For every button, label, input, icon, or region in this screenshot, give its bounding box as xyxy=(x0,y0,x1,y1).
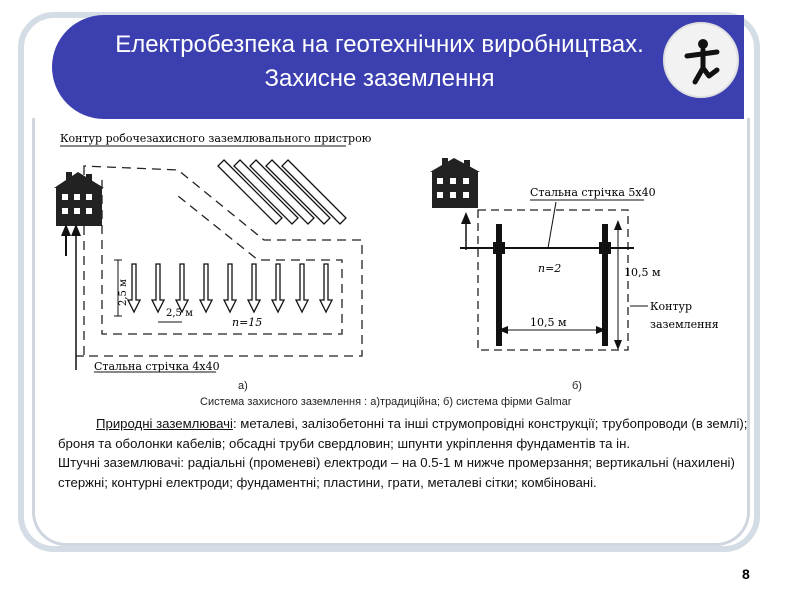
title-bar xyxy=(52,15,744,119)
contour-label-b-2: заземлення xyxy=(650,318,719,331)
content-frame xyxy=(32,118,750,546)
natural-paragraph: Природні заземлювачі: металеві, залізобе… xyxy=(58,414,748,453)
diagram-a: Контур робочезахисного заземлювального п… xyxy=(54,132,372,373)
contour-label-b-1: Контур xyxy=(650,300,692,313)
natural-heading: Природні заземлювачі xyxy=(96,416,233,431)
width-label: 10,5 м xyxy=(530,316,567,329)
figure-caption: Система захисного заземлення : а)традиці… xyxy=(200,396,572,408)
diagonal-electrodes xyxy=(217,159,347,225)
spacing-horizontal-label: 2,5 м xyxy=(166,308,193,319)
title-line-2: Захисне заземлення xyxy=(264,65,495,92)
strip-label-b: Стальна стрічка 5х40 xyxy=(530,186,656,199)
slide-title: Електробезпека на геотехнічних виробницт… xyxy=(52,28,707,96)
diagram-b: Стальна стрічка 5х40 n=2 10,5 м 10,5 м К… xyxy=(430,158,719,351)
natural-text: : металеві, залізобетонні та інші струмо… xyxy=(58,416,748,451)
count-label-b: n=2 xyxy=(538,262,561,275)
height-label: 10,5 м xyxy=(624,266,661,279)
slide-number: 8 xyxy=(742,566,750,582)
caption-label-b: б) xyxy=(572,380,582,392)
body-text: Природні заземлювачі: металеві, залізобе… xyxy=(58,414,748,492)
logo xyxy=(663,22,739,98)
artificial-paragraph: Штучні заземлювачі: радіальні (променеві… xyxy=(58,455,735,490)
spacing-vertical-label: 2,5 м xyxy=(118,279,129,306)
strip-label-a: Стальна стрічка 4х40 xyxy=(94,360,220,373)
grounding-diagrams: Контур робочезахисного заземлювального п… xyxy=(54,132,719,373)
building-b-icon xyxy=(430,158,480,208)
caption-label-a: а) xyxy=(238,380,248,392)
pictogram-figure-icon xyxy=(684,39,720,85)
count-label-a: n=15 xyxy=(232,316,262,329)
title-line-1: Електробезпека на геотехнічних виробницт… xyxy=(115,31,644,58)
building-a-icon xyxy=(54,172,104,226)
contour-label-a: Контур робочезахисного заземлювального п… xyxy=(60,132,372,145)
vertical-electrodes xyxy=(126,263,334,314)
